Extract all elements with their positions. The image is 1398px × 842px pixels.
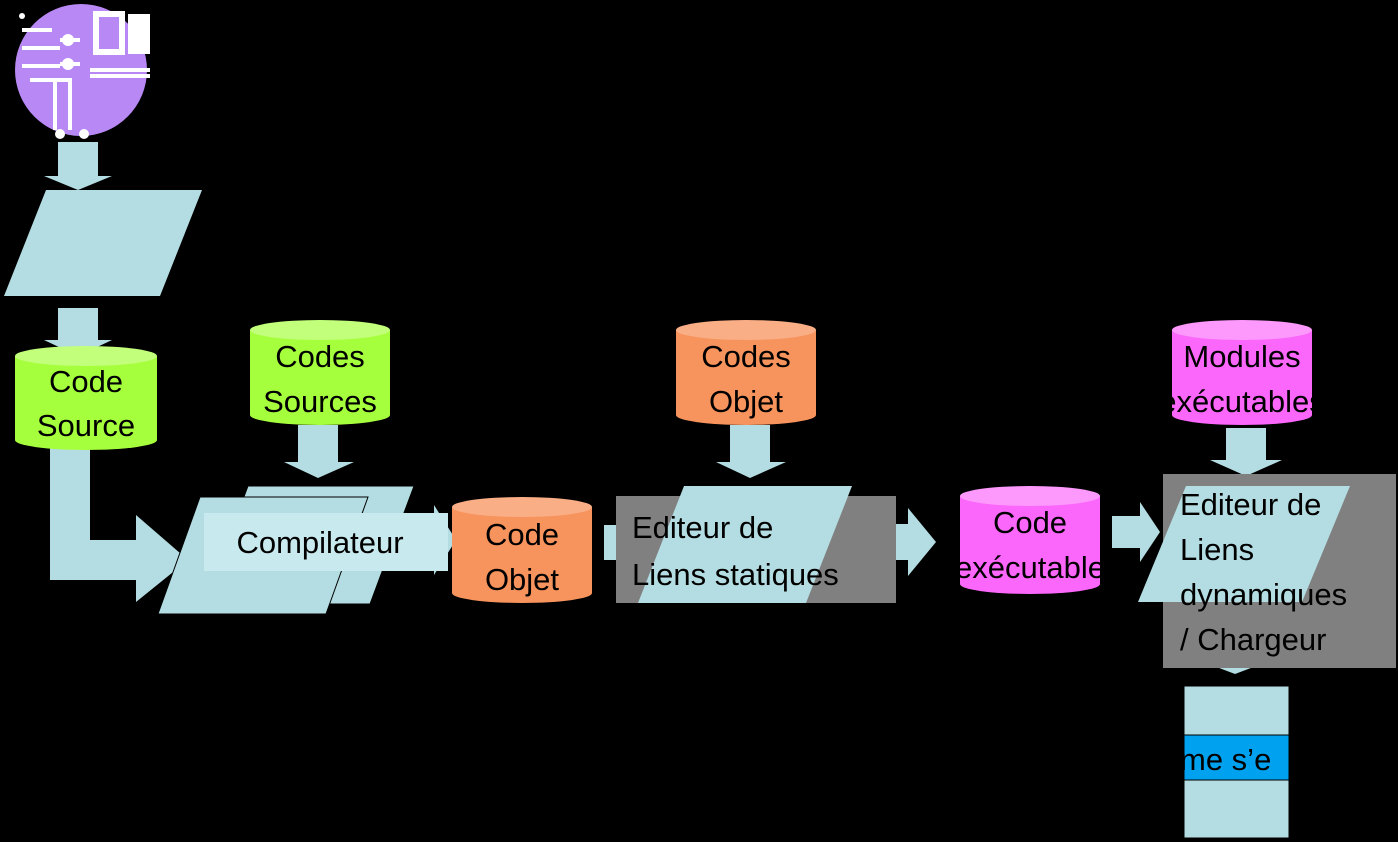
- codes-sources-line1: Codes: [275, 339, 365, 374]
- codes-objet-line2: Objet: [709, 384, 783, 419]
- codes-objet-line1: Codes: [701, 339, 791, 374]
- code-objet-database: Code Objet: [452, 497, 592, 603]
- compilateur-label: Compilateur: [236, 525, 403, 560]
- code-source-line1: Code: [49, 364, 123, 399]
- code-objet-line2: Objet: [485, 562, 559, 597]
- arrow-source-to-compiler: [50, 445, 188, 602]
- code-executable-line2: exécutable: [955, 550, 1105, 585]
- code-source-database: Code Source: [15, 346, 157, 450]
- arrow-exec-to-dynamic: [1112, 502, 1160, 562]
- code-executable-database: Code exécutable: [955, 486, 1105, 594]
- arrow-sources-to-compiler: [284, 425, 354, 478]
- arrow-icon-to-editor: [44, 142, 112, 190]
- modules-executables-database: Modules exécutables: [1159, 320, 1324, 425]
- codes-sources-line2: Sources: [263, 384, 377, 419]
- arrow-objets-to-static: [716, 425, 786, 478]
- editeur-liens-statiques: Editeur de Liens statiques: [616, 486, 896, 603]
- editeur-statique-line2: Liens statiques: [632, 557, 839, 592]
- editor-parallelogram: [4, 190, 202, 296]
- codes-sources-database: Codes Sources: [250, 320, 390, 425]
- code-objet-line1: Code: [485, 517, 559, 552]
- editeur-dyn-line3: dynamiques: [1180, 577, 1347, 612]
- editeur-dyn-line4: / Chargeur: [1180, 622, 1326, 657]
- editeur-statique-line1: Editeur de: [632, 510, 773, 545]
- code-source-line2: Source: [37, 408, 135, 443]
- editeur-liens-dynamiques: Editeur de Liens dynamiques / Chargeur: [1138, 474, 1396, 668]
- arrow-modules-to-dynamic: [1210, 428, 1282, 476]
- editeur-dyn-line2: Liens: [1180, 532, 1254, 567]
- modules-line1: Modules: [1183, 339, 1300, 374]
- modules-line2: exécutables: [1159, 384, 1324, 419]
- code-executable-line1: Code: [993, 505, 1067, 540]
- memoire-block: me s’e: [1180, 685, 1290, 839]
- compilateur-process: Compilateur: [157, 485, 448, 615]
- editeur-dyn-line1: Editeur de: [1180, 487, 1321, 522]
- codes-objet-database: Codes Objet: [676, 320, 816, 425]
- arrow-editor-to-source: [44, 308, 112, 356]
- memoire-label: me s’e: [1180, 742, 1271, 777]
- circuit-board-icon: [15, 4, 150, 139]
